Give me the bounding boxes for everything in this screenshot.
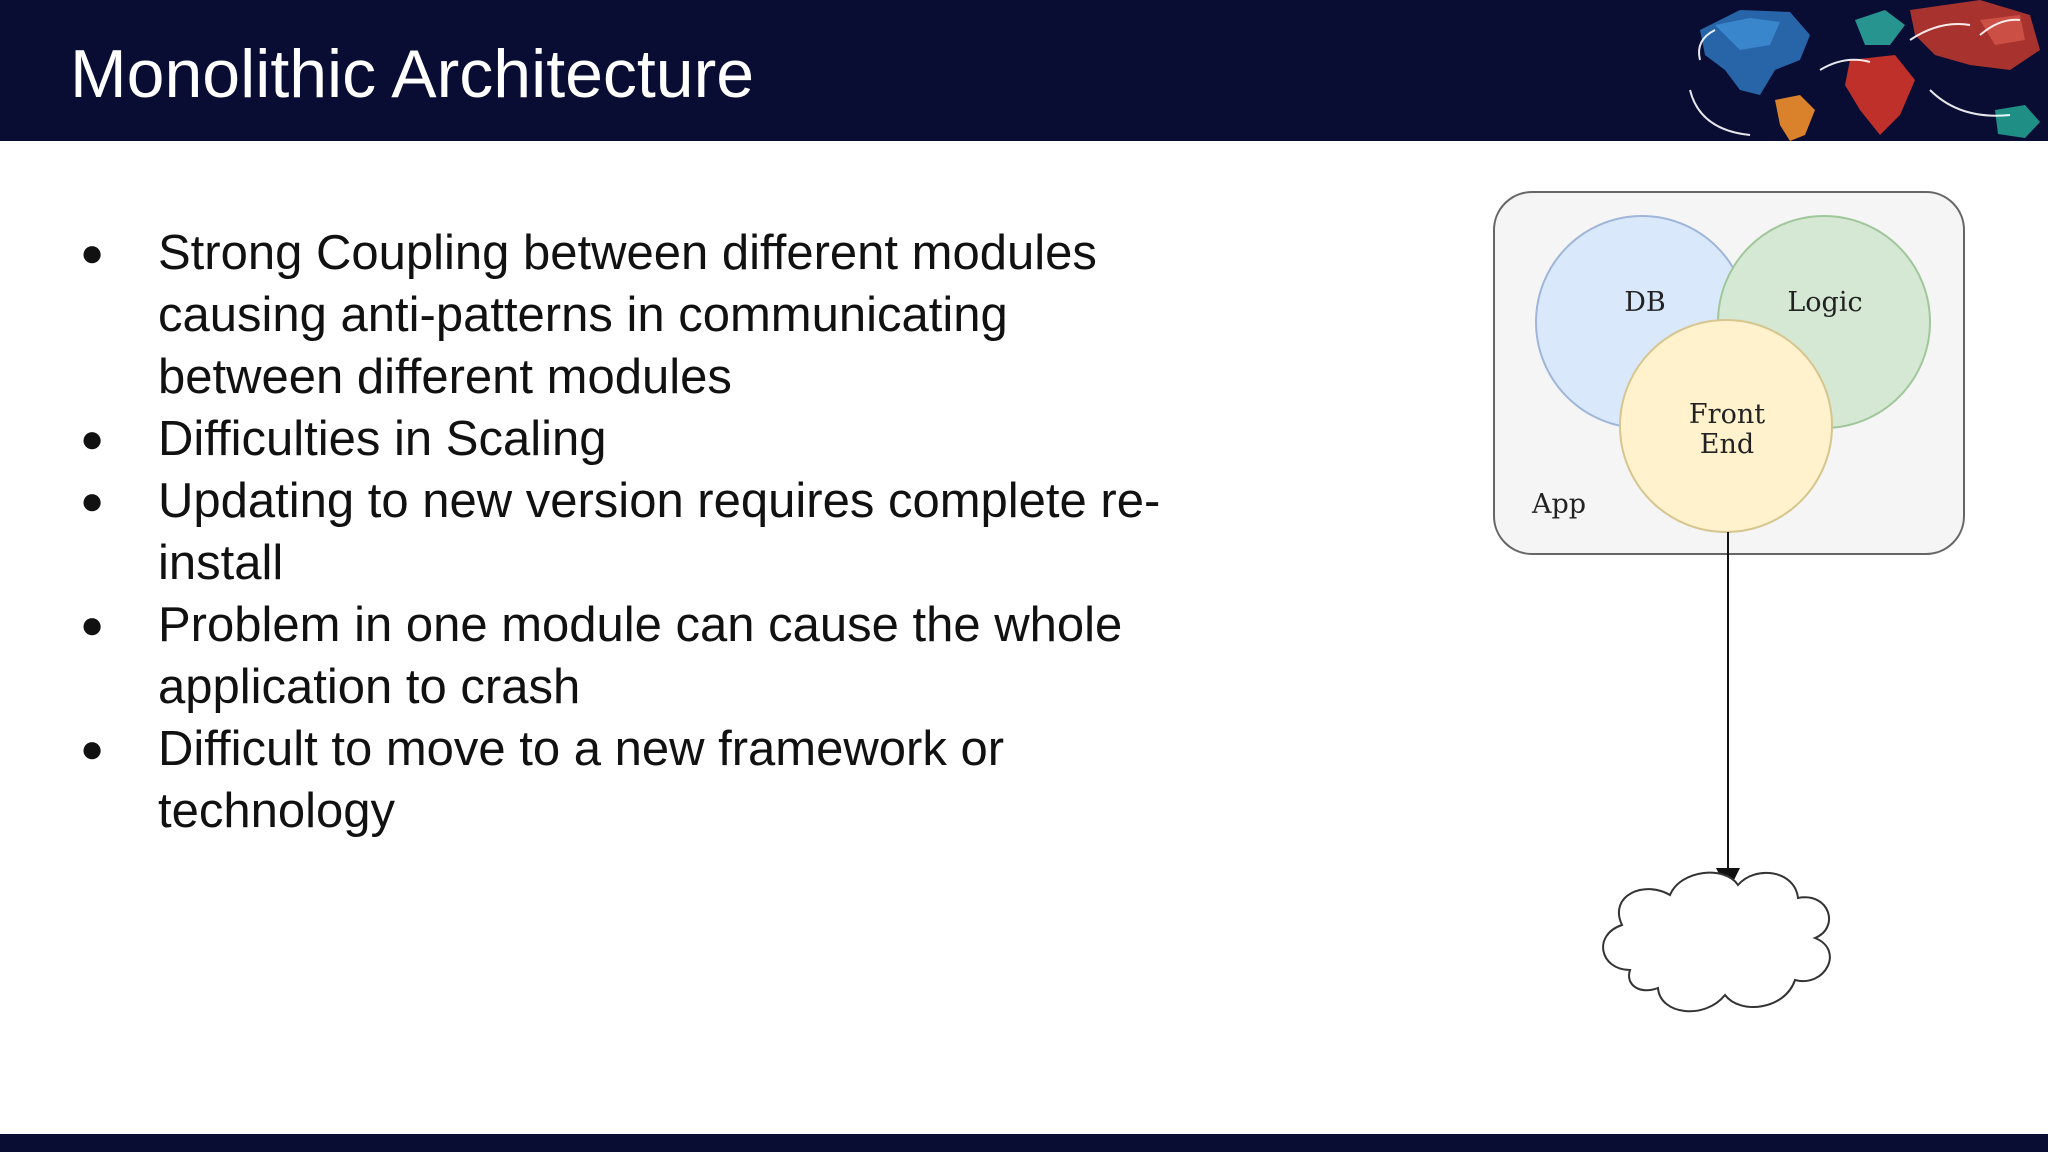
bullet-dot: ●: [80, 479, 105, 523]
bullet-text: Problem in one module can cause the whol…: [158, 598, 1123, 714]
bullet-text: Updating to new version requires complet…: [158, 474, 1161, 590]
bullet-text: Difficult to move to a new framework or …: [158, 722, 1005, 838]
architecture-diagram: DB Logic Front End App: [1493, 191, 1965, 1013]
bullet-item: ● Difficulties in Scaling: [70, 408, 1170, 470]
front-end-label-line2: End: [1700, 429, 1754, 460]
bullet-text: Strong Coupling between different module…: [158, 226, 1097, 404]
bullet-item: ● Difficult to move to a new framework o…: [70, 718, 1170, 842]
cloud-icon: [1602, 871, 1831, 1013]
bullet-dot: ●: [80, 603, 105, 647]
slide-title: Monolithic Architecture: [70, 36, 755, 112]
bullet-item: ● Problem in one module can cause the wh…: [70, 594, 1170, 718]
bullet-text: Difficulties in Scaling: [158, 412, 607, 466]
bullet-dot: ●: [80, 727, 105, 771]
bullet-list: ● Strong Coupling between different modu…: [70, 222, 1170, 842]
bullet-dot: ●: [80, 417, 105, 461]
bullet-item: ● Updating to new version requires compl…: [70, 470, 1170, 594]
front-end-circle: [1619, 319, 1833, 533]
bullet-dot: ●: [80, 231, 105, 275]
app-label: App: [1531, 489, 1586, 520]
footer-bar: [0, 1134, 2048, 1152]
logic-label: Logic: [1787, 287, 1862, 318]
bullet-item: ● Strong Coupling between different modu…: [70, 222, 1170, 408]
db-label: DB: [1624, 287, 1666, 318]
world-map-icon: [1689, 0, 2040, 141]
front-end-label-line1: Front: [1689, 399, 1765, 430]
slide-header: Monolithic Architecture: [0, 0, 2048, 141]
